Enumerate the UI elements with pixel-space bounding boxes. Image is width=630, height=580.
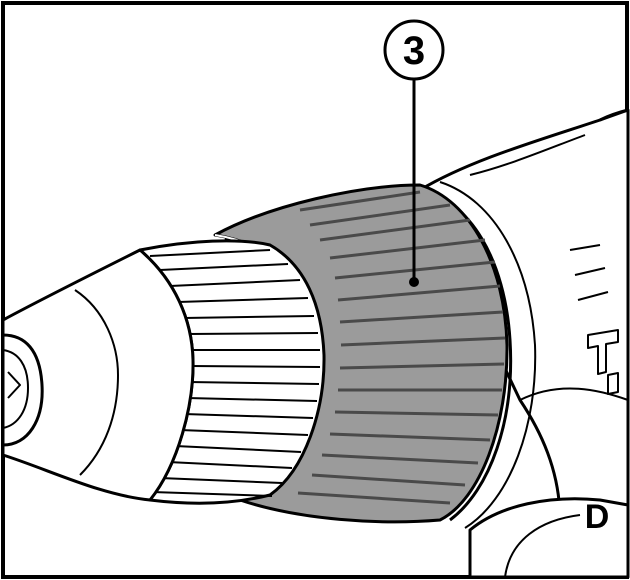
chuck-sleeve	[138, 239, 326, 505]
callout-number: 3	[403, 29, 425, 73]
callout-leader-dot	[409, 277, 419, 287]
view-letter: D	[585, 498, 610, 536]
drill-body	[418, 108, 630, 579]
chuck-nose	[1, 248, 195, 502]
callout-badge: 3	[383, 19, 445, 81]
